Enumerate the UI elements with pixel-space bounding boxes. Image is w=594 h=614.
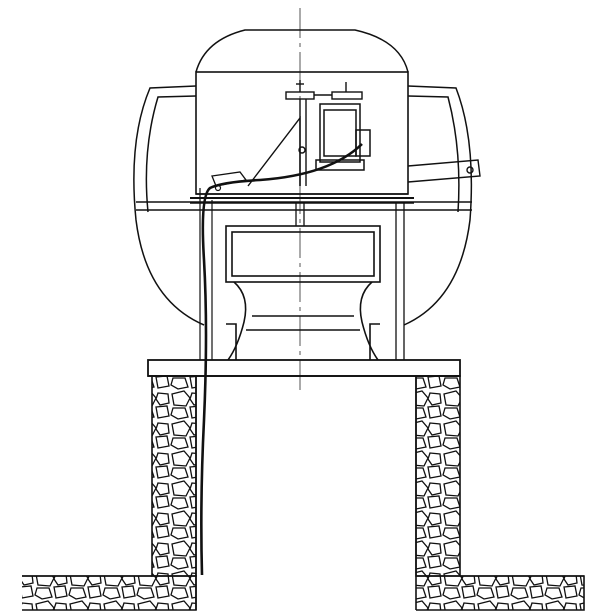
masonry-curb	[22, 375, 585, 611]
power-cable	[199, 143, 363, 576]
fan-hood	[133, 29, 473, 326]
base-curb-plate	[147, 359, 461, 377]
internal-frame	[295, 203, 405, 360]
motor-housing	[190, 71, 414, 204]
fan-wheel	[225, 225, 381, 283]
inlet-venturi	[226, 281, 380, 361]
pulley-assembly	[247, 80, 363, 187]
support-bracket	[407, 159, 481, 183]
drive-motor	[315, 103, 371, 171]
